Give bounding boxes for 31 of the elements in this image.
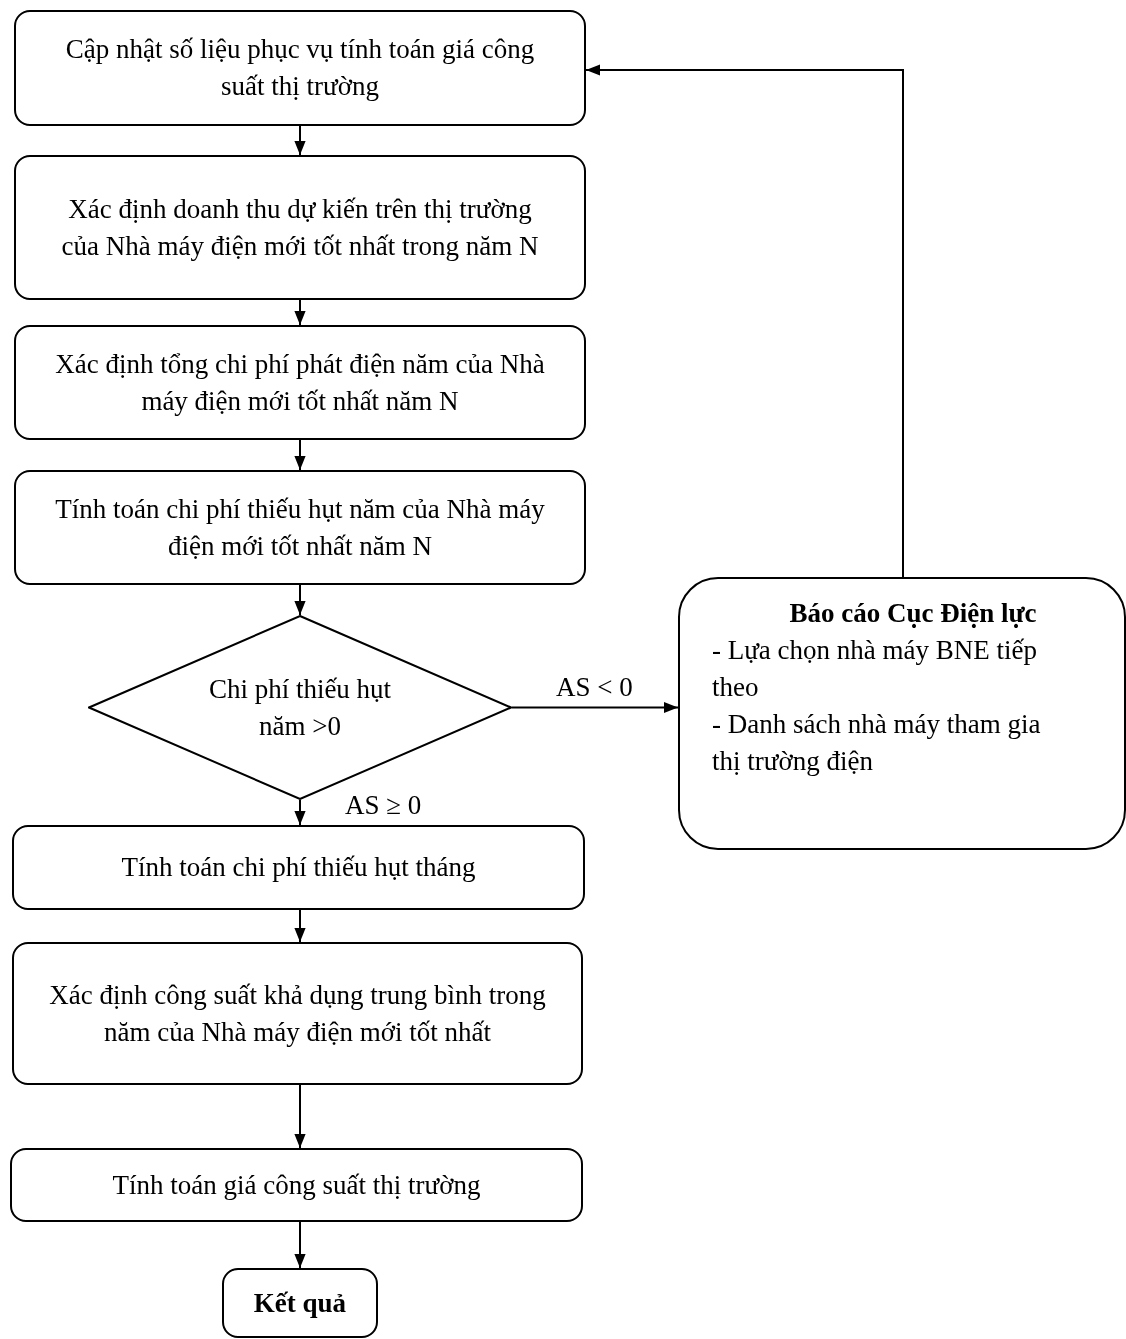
- box-text: - Lựa chọn nhà máy BNE tiếp theo: [712, 634, 1039, 704]
- box-text: Xác định doanh thu dự kiến trên thị trường của Nhà máy điện mới tốt nhất trong năm N: [60, 192, 540, 263]
- arrow: [294, 1084, 306, 1149]
- process-box: [10, 1148, 583, 1222]
- arrow: [294, 799, 306, 826]
- box-heading: Báo cáo Cục Điện lực: [789, 597, 1037, 630]
- arrow: [294, 909, 306, 943]
- process-box: [14, 470, 586, 585]
- box-text: Xác định công suất khả dụng trung bình trong năm của Nhà máy điện mới tốt nhất: [48, 978, 547, 1049]
- process-box: [12, 942, 583, 1085]
- box-text: Tính toán giá công suất thị trường: [112, 1168, 481, 1202]
- box-text: Chi phí thiếu hụt năm >0: [207, 672, 393, 743]
- process-box: [14, 10, 586, 126]
- process-box: [14, 155, 586, 300]
- arrow: [294, 1221, 306, 1269]
- box-text: Kết quả: [253, 1286, 347, 1320]
- arrow: [294, 439, 306, 471]
- arrow: [585, 64, 904, 578]
- box-text: Cập nhật số liệu phục vụ tính toán giá công suất thị trường: [64, 33, 536, 103]
- process-box: [12, 825, 585, 910]
- arrow: [294, 125, 306, 156]
- box-text: Xác định tổng chi phí phát điện năm của Nhà máy điện mới tốt nhất năm N: [54, 347, 546, 418]
- process-box: [678, 577, 1126, 850]
- process-box: [222, 1268, 378, 1338]
- arrow: [294, 584, 306, 616]
- arrow: [511, 701, 679, 714]
- process-box: [14, 325, 586, 440]
- box-text: - Danh sách nhà máy tham gia thị trường điện: [712, 708, 1042, 778]
- arrow: [294, 299, 306, 326]
- box-text: Tính toán chi phí thiếu hụt tháng: [121, 851, 476, 884]
- box-text: Tính toán chi phí thiếu hụt năm của Nhà máy điện mới tốt nhất năm N: [54, 492, 546, 563]
